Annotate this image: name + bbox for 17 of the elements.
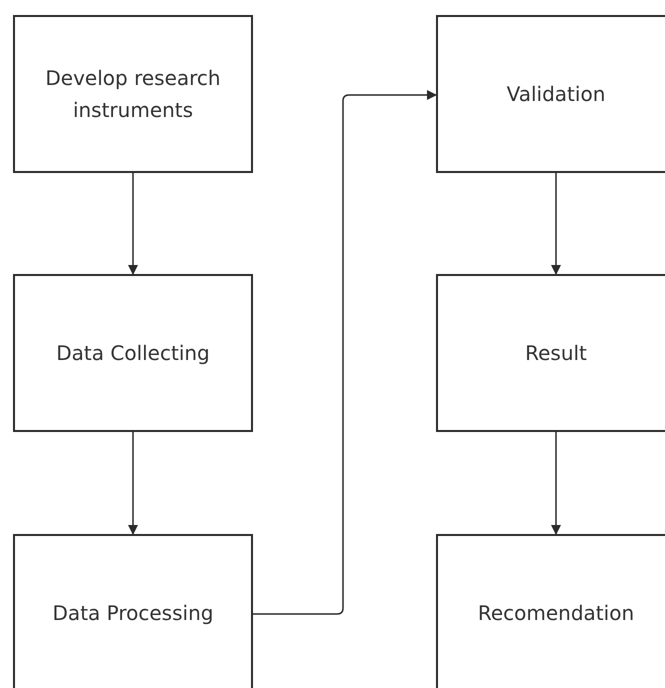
process-box (436, 15, 665, 173)
process-box (13, 274, 253, 432)
process-box (436, 534, 665, 688)
box-label: Result (525, 340, 587, 367)
arrow (128, 432, 138, 535)
box-label: Validation (506, 81, 606, 108)
process-box (13, 15, 253, 173)
arrow (551, 432, 561, 535)
box-label: Develop research instruments (44, 65, 222, 124)
box-label: Recomendation (478, 600, 634, 627)
process-box (436, 274, 665, 432)
arrow (253, 90, 437, 615)
box-label: Data Collecting (56, 340, 210, 367)
box-label: Data Processing (52, 600, 214, 627)
arrow (128, 173, 138, 275)
process-box (13, 534, 253, 688)
arrow (551, 173, 561, 275)
